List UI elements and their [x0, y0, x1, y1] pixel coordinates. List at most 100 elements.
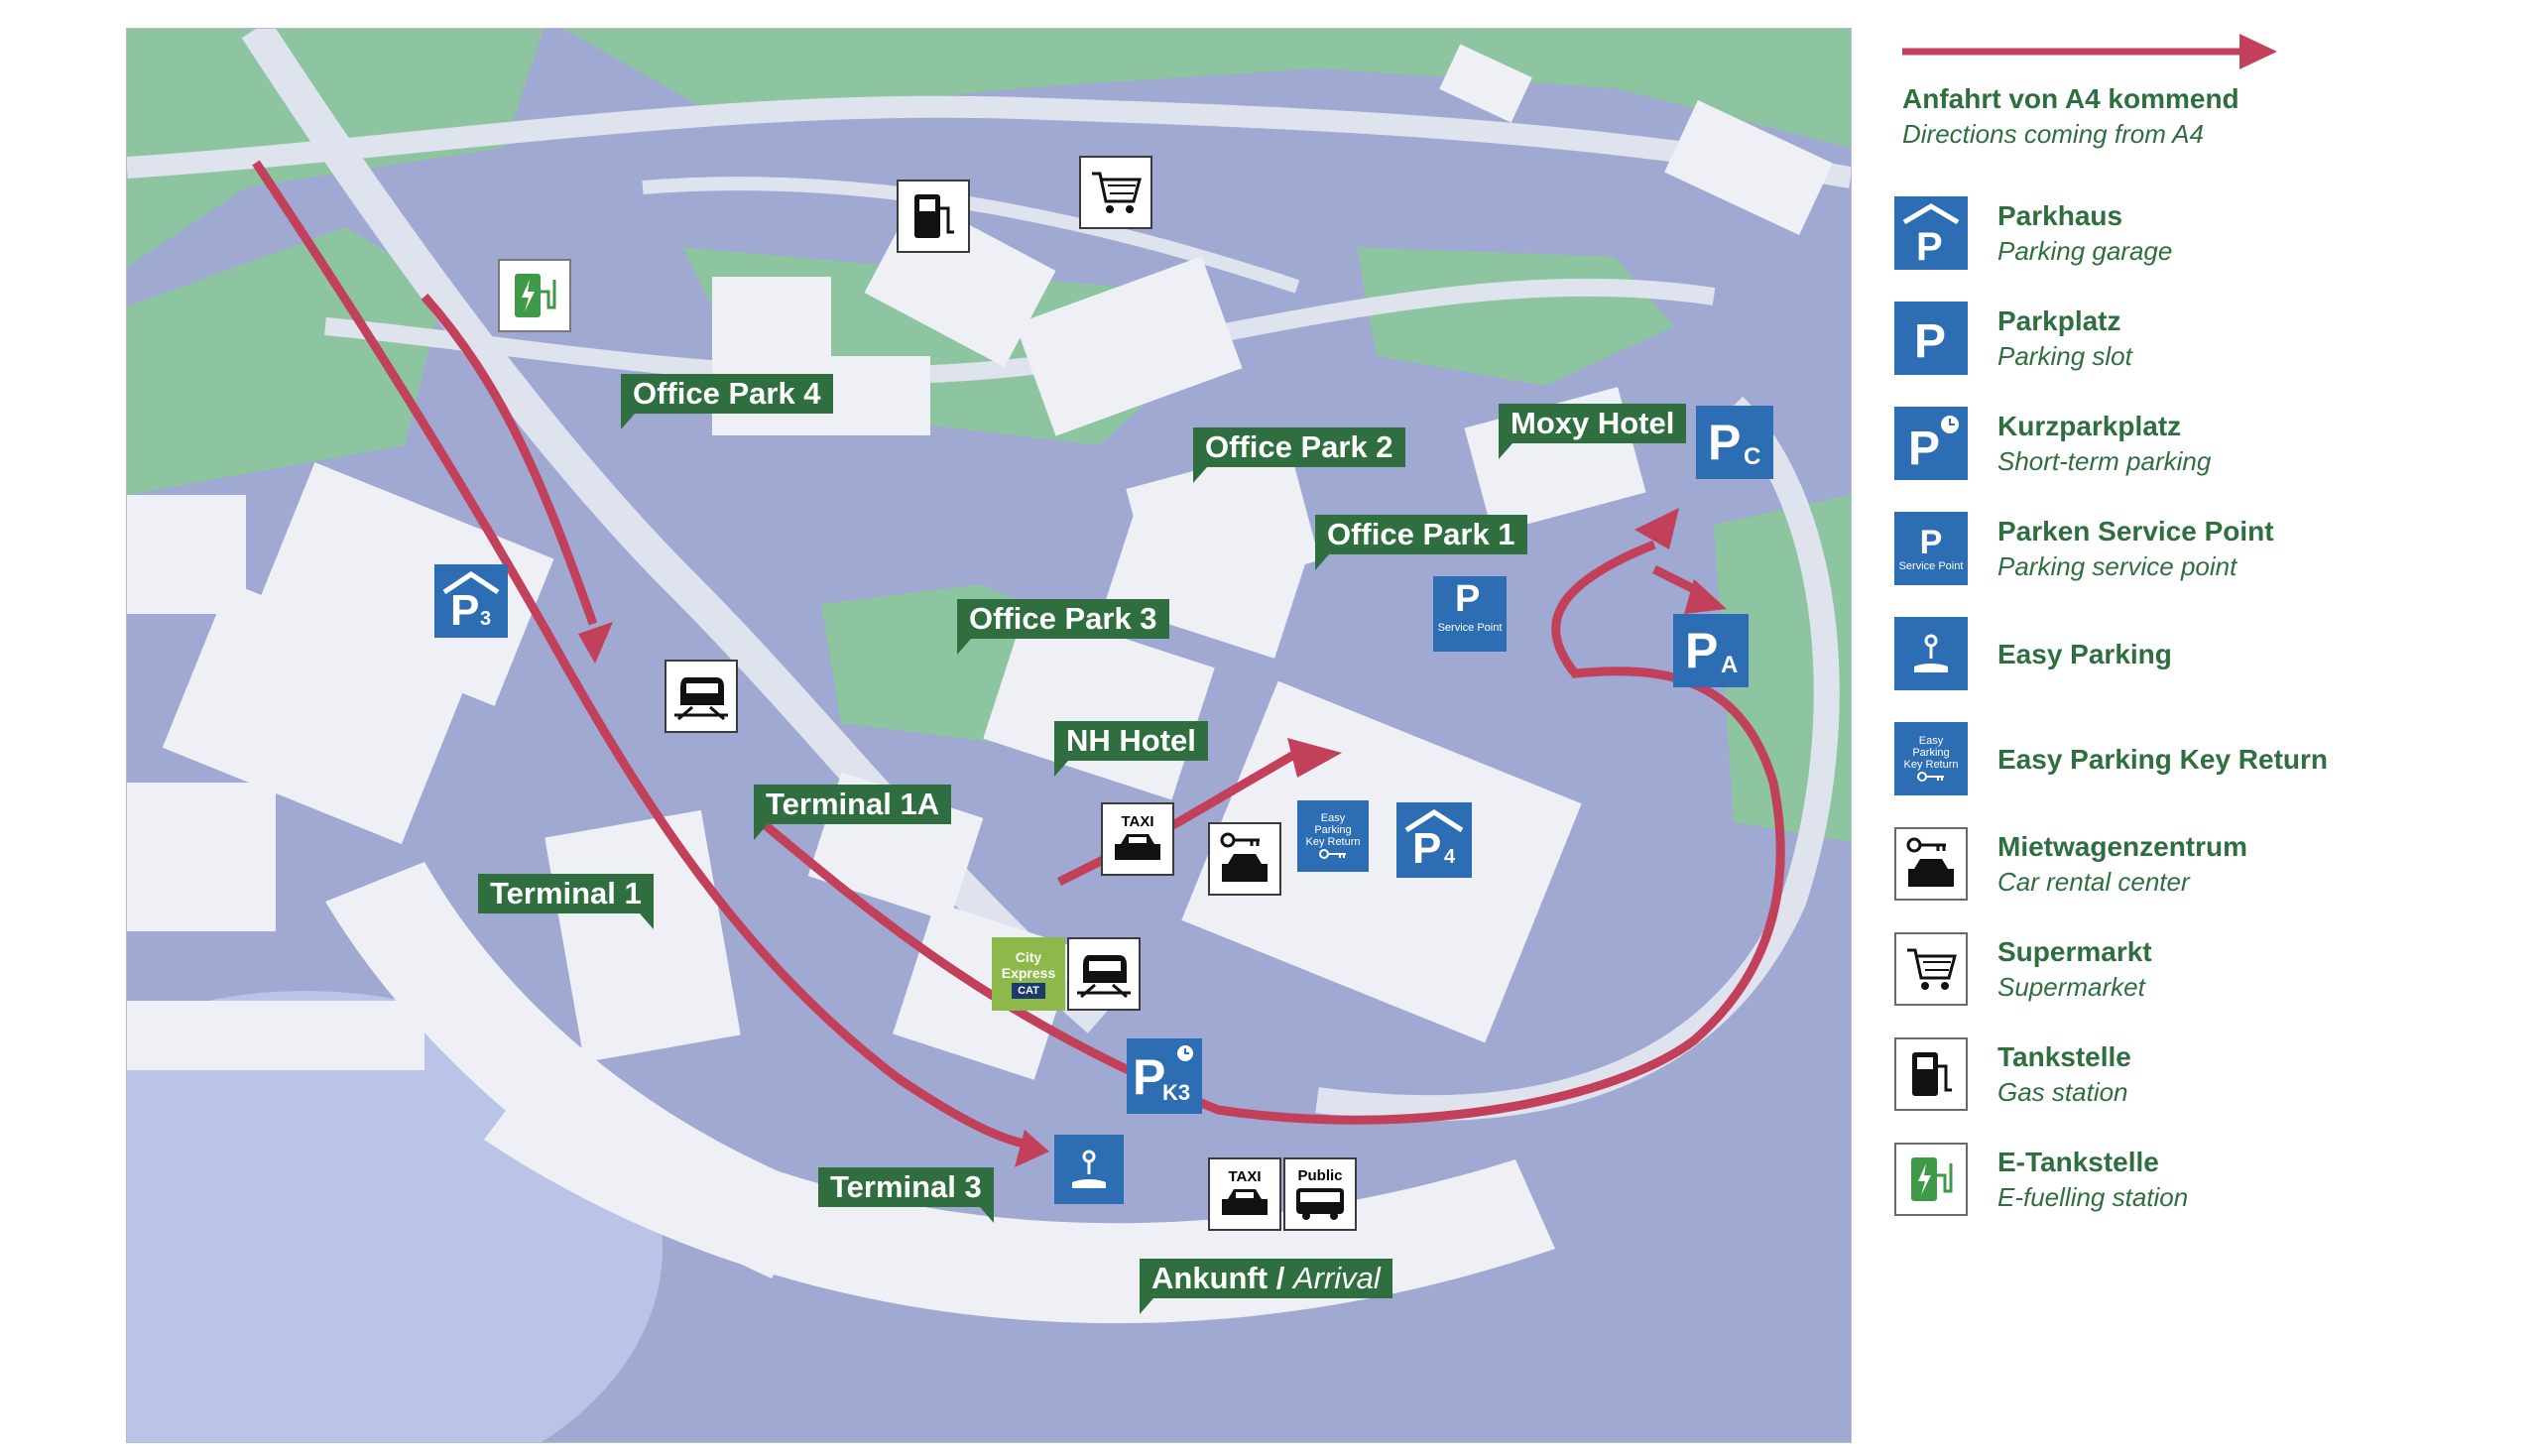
nh-hotel-label: NH Hotel	[1054, 721, 1208, 777]
taxi-text-2: TAXI	[1228, 1167, 1262, 1185]
supermarket-icon	[1894, 932, 1968, 1006]
easy-key-text-3: Key Return	[1305, 836, 1361, 848]
office-park-4-label: Office Park 4	[621, 374, 833, 429]
legend-title: Tankstelle	[1997, 1041, 2131, 1072]
legend-title: Easy Parking Key Return	[1997, 744, 2329, 775]
car-rental-icon	[1894, 827, 1968, 901]
svg-text:P: P	[1914, 315, 1946, 368]
e-fuelling-icon	[1894, 1143, 1968, 1216]
legend-subtitle: Parking garage	[1997, 236, 2173, 266]
parking-service-point-marker[interactable]: P Service Point	[1433, 576, 1507, 652]
svg-text:P: P	[1916, 225, 1943, 269]
legend-title: Supermarkt	[1997, 936, 2152, 967]
gas-station-icon	[1894, 1037, 1968, 1111]
service-letter: P	[1455, 578, 1481, 620]
key-return-icon-text-3: Key Return	[1903, 759, 1959, 771]
p3-letter: P	[450, 586, 480, 635]
car-rental-icon	[1220, 832, 1268, 882]
airport-map: Office Park 4 Office Park 2 Office Park …	[126, 28, 1852, 1443]
legend-item-short-term-parking: P Kurzparkplatz Short-term parking	[1894, 407, 2529, 482]
office-park-3-label: Office Park 3	[957, 599, 1169, 655]
parking-garage-icon	[442, 570, 500, 595]
legend-title: Parkplatz	[1997, 305, 2121, 336]
public-text: Public	[1297, 1166, 1343, 1184]
legend-item-easy-parking-key-return: Easy Parking Key Return Easy Parking Key…	[1894, 722, 2529, 797]
city-express-text-2: Express	[1001, 965, 1056, 981]
pk3-short-term-parking-marker[interactable]: P K3	[1127, 1038, 1202, 1114]
route-subtitle: Directions coming from A4	[1902, 119, 2204, 149]
train-marker-1[interactable]	[665, 660, 738, 733]
parking-garage-icon	[1404, 809, 1464, 833]
pa-letter: P	[1685, 623, 1719, 678]
service-text: Service Point	[1437, 622, 1503, 634]
legend-item-parking-service-point: P Service Point Parken Service Point Par…	[1894, 512, 2529, 587]
easy-parking-key-return-marker[interactable]: Easy Parking Key Return	[1297, 800, 1369, 872]
p3-parking-garage-marker[interactable]: P 3	[434, 564, 508, 638]
route-arrow-icon	[1902, 34, 2277, 69]
train-icon	[674, 677, 728, 721]
map-background	[127, 29, 1851, 1442]
key-icon	[1319, 849, 1346, 859]
clock-icon	[1177, 1045, 1193, 1061]
taxi-icon	[1115, 833, 1160, 860]
legend-title: E-Tankstelle	[1997, 1147, 2159, 1177]
legend-title: Parken Service Point	[1997, 516, 2274, 546]
taxi-text-1: TAXI	[1121, 812, 1154, 830]
taxi-marker-1[interactable]: TAXI	[1101, 802, 1174, 876]
route-title: Anfahrt von A4 kommend	[1902, 83, 2239, 114]
easy-key-text-2: Parking	[1314, 824, 1352, 836]
public-bus-marker[interactable]: Public	[1283, 1157, 1357, 1231]
city-express-marker[interactable]: City Express CAT	[992, 937, 1065, 1011]
legend-subtitle: Gas station	[1997, 1077, 2128, 1107]
legend-item-parking-slot: P Parkplatz Parking slot	[1894, 302, 2529, 377]
pc-letter: P	[1708, 415, 1742, 470]
arrival-sep: /	[1275, 1261, 1285, 1295]
parking-service-point-icon: P Service Point	[1894, 512, 1968, 585]
car-rental-marker[interactable]	[1208, 822, 1281, 896]
cat-badge: CAT	[1012, 983, 1045, 999]
supermarket-marker[interactable]	[1079, 156, 1152, 229]
pk3-letter: P	[1133, 1049, 1166, 1105]
key-return-icon-text-1: Easy	[1918, 735, 1944, 747]
e-fuelling-marker[interactable]	[498, 259, 571, 332]
bus-icon	[1296, 1187, 1344, 1220]
terminal-1a-label: Terminal 1A	[754, 785, 952, 840]
legend-subtitle: Supermarket	[1997, 972, 2145, 1002]
city-express-text-1: City	[1015, 949, 1042, 965]
legend-subtitle: Car rental center	[1997, 867, 2190, 897]
arrival-de: Ankunft	[1151, 1261, 1269, 1295]
short-term-parking-icon: P	[1894, 407, 1968, 480]
pk3-sub: K3	[1162, 1080, 1191, 1105]
gas-station-marker[interactable]	[897, 180, 970, 253]
svg-text:P: P	[1908, 423, 1940, 475]
taxi-marker-2[interactable]: TAXI	[1208, 1157, 1281, 1231]
legend-item-parking-garage: P Parkhaus Parking garage	[1894, 196, 2529, 272]
legend-title: Easy Parking	[1997, 639, 2172, 669]
key-return-icon-text-2: Parking	[1912, 747, 1950, 759]
taxi-icon	[1222, 1188, 1268, 1215]
e-fuelling-icon	[515, 274, 556, 317]
easy-key-text-1: Easy	[1320, 812, 1346, 824]
pa-parking-slot-marker[interactable]: P A	[1673, 614, 1749, 687]
legend-title: Mietwagenzentrum	[1997, 831, 2248, 862]
pc-sub: C	[1744, 443, 1761, 470]
legend-item-e-fuelling: E-Tankstelle E-fuelling station	[1894, 1143, 2529, 1218]
train-marker-2[interactable]	[1067, 937, 1141, 1011]
legend-item-easy-parking: Easy Parking	[1894, 617, 2529, 692]
arrival-en: Arrival	[1292, 1261, 1381, 1295]
gas-station-icon	[914, 194, 954, 238]
legend-subtitle: E-fuelling station	[1997, 1182, 2189, 1212]
legend-item-supermarket: Supermarkt Supermarket	[1894, 932, 2529, 1008]
p4-parking-garage-marker[interactable]: P 4	[1396, 802, 1472, 878]
p4-sub: 4	[1444, 846, 1456, 868]
arrival-label: Ankunft / Arrival	[1140, 1259, 1392, 1314]
easy-parking-key-return-icon: Easy Parking Key Return	[1894, 722, 1968, 795]
legend-subtitle: Parking slot	[1997, 341, 2132, 371]
supermarket-icon	[1092, 172, 1142, 213]
p3-sub: 3	[480, 608, 492, 630]
train-icon	[1077, 955, 1131, 999]
office-park-2-label: Office Park 2	[1193, 427, 1405, 483]
pc-parking-slot-marker[interactable]: P C	[1696, 406, 1773, 479]
legend-title: Parkhaus	[1997, 200, 2123, 231]
easy-parking-marker[interactable]	[1054, 1135, 1124, 1204]
